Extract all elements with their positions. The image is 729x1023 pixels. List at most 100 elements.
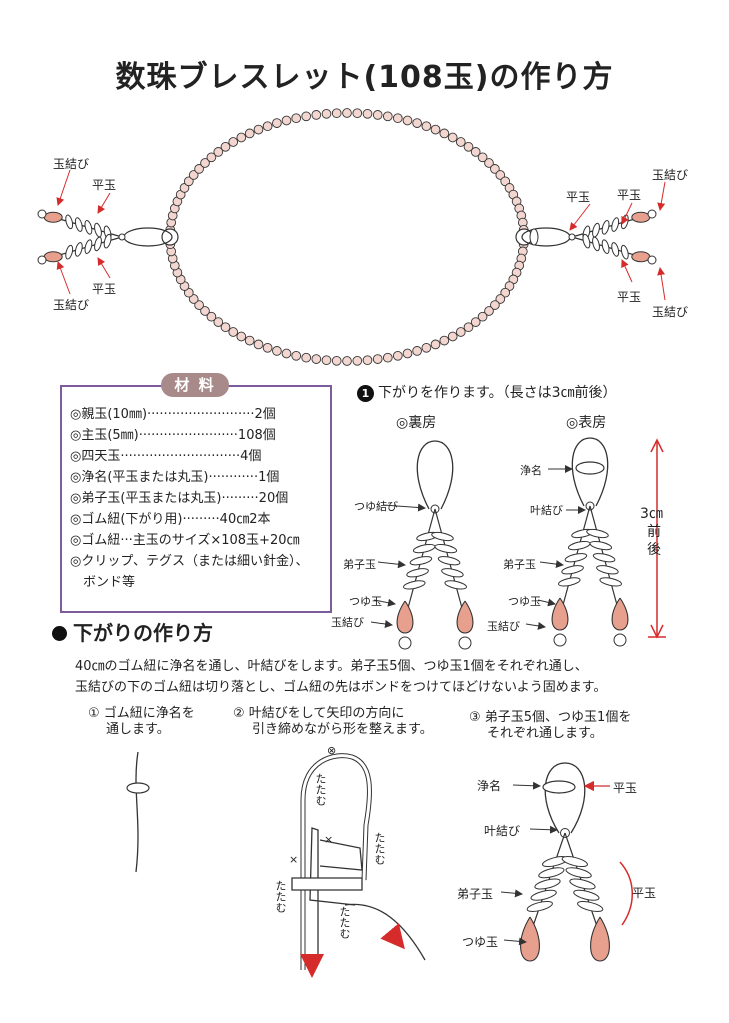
main-bead <box>495 170 506 180</box>
main-bead <box>262 342 273 353</box>
flat-bead <box>582 233 591 249</box>
main-bead <box>213 317 224 327</box>
main-bead <box>206 311 217 322</box>
main-bead <box>421 342 432 353</box>
flat-bead <box>567 540 591 551</box>
main-bead <box>342 356 352 366</box>
pointer-arrow <box>529 825 558 834</box>
flat-bead <box>534 878 561 890</box>
flat-bead <box>538 867 565 879</box>
material-item: ◎浄名(平玉または丸玉)············1個 <box>70 470 280 485</box>
main-bead <box>301 352 312 363</box>
main-bead <box>372 354 383 364</box>
jomyo-bead <box>529 228 539 246</box>
length-value: 3㎝ <box>640 506 663 522</box>
main-bead <box>272 118 282 128</box>
cross-mark-2: × <box>324 833 334 846</box>
flat-bead <box>601 239 610 254</box>
label-deshi-back: 弟子玉 <box>343 558 376 571</box>
main-bead <box>484 306 494 316</box>
label-arrow <box>657 181 666 211</box>
section-paragraph-2: 玉結びの下のゴム紐は切り落とし、ゴム紐の先はボンドをつけてほどけないよう固めます… <box>75 680 607 695</box>
pointer-arrow <box>382 503 426 512</box>
parent-bead-left <box>161 228 179 246</box>
bracelet-tassel <box>521 209 657 265</box>
dew-bead <box>631 251 651 263</box>
label-jomyo-front: 浄名 <box>520 464 542 477</box>
label-kano-knot-front: 叶結び <box>530 504 563 517</box>
flat-bead <box>441 568 464 578</box>
flat-bead <box>103 233 112 249</box>
main-bead <box>470 147 481 157</box>
substep3-line1: ③ 弟子玉5個、つゆ玉1個を <box>469 710 632 725</box>
main-bead <box>352 108 363 119</box>
tassel-illustrations <box>370 437 666 650</box>
main-bead <box>392 350 403 361</box>
main-bead <box>228 137 239 147</box>
main-bead <box>412 118 422 128</box>
main-bead <box>455 327 466 337</box>
flat-bead <box>589 540 613 551</box>
main-bead <box>213 147 224 157</box>
flat-bead <box>564 553 588 563</box>
fold-label-1: たたむ <box>314 773 327 806</box>
main-bead <box>490 300 500 310</box>
step-illustrations <box>126 751 633 978</box>
label-jomyo-s3: 浄名 <box>477 779 502 793</box>
dew-bead <box>456 600 474 634</box>
material-item: ◎クリップ、テグス（または細い針金）、 <box>70 554 309 569</box>
material-item: ◎親玉(10㎜)··························2個 <box>70 407 276 422</box>
ball-knot <box>37 209 47 219</box>
fold-label-3: たたむ <box>274 880 287 913</box>
label-right-top-flat: 平玉 <box>617 188 642 202</box>
flat-bead <box>444 580 467 590</box>
jomyo-bead <box>542 780 576 794</box>
label-deshi-s3: 弟子玉 <box>457 887 494 901</box>
main-bead <box>477 152 488 163</box>
cord <box>309 827 356 960</box>
main-bead <box>262 121 273 132</box>
pointer-arrow <box>373 598 396 607</box>
cord-fold <box>291 877 363 891</box>
main-bead <box>362 355 373 366</box>
main-bead <box>200 306 210 316</box>
flat-bead <box>94 222 102 238</box>
label-arrow <box>621 202 633 225</box>
cord-tail <box>344 903 426 961</box>
dew-bead <box>520 916 540 962</box>
main-bead <box>477 311 488 322</box>
ball-knot <box>553 633 567 647</box>
main-bead <box>291 350 302 361</box>
main-bead <box>470 317 481 327</box>
flat-bead <box>403 580 426 590</box>
flat-bead <box>530 889 557 901</box>
substep3-line2: それぞれ通します。 <box>487 726 603 741</box>
fold-label-4: たたむ <box>338 906 351 939</box>
dew-bead <box>611 597 629 631</box>
ball-knot <box>647 209 657 219</box>
main-bead <box>291 113 302 124</box>
back-tassel-label: ◎裏房 <box>396 415 437 431</box>
pointer-arrow <box>512 781 541 790</box>
main-bead <box>220 322 231 333</box>
label-arrow <box>56 261 71 295</box>
vertical-tassel <box>396 440 474 650</box>
main-bead <box>253 124 264 135</box>
label-arrow <box>657 267 666 301</box>
label-tsuyu-knot: つゆ結び <box>354 500 398 513</box>
flat-bead <box>434 543 458 554</box>
main-bead <box>430 339 441 350</box>
label-right-bottom-flat: 平玉 <box>617 290 642 304</box>
main-bead <box>236 331 247 342</box>
main-bead <box>311 110 322 120</box>
dew-bead <box>396 600 414 634</box>
material-item: ◎四天玉·····························4個 <box>70 449 262 464</box>
flat-bead <box>437 556 461 566</box>
flat-bead <box>561 856 588 868</box>
flat-bead <box>596 565 619 575</box>
jomyo-bead <box>126 782 150 794</box>
main-bead <box>342 108 352 118</box>
main-bead <box>311 354 322 364</box>
